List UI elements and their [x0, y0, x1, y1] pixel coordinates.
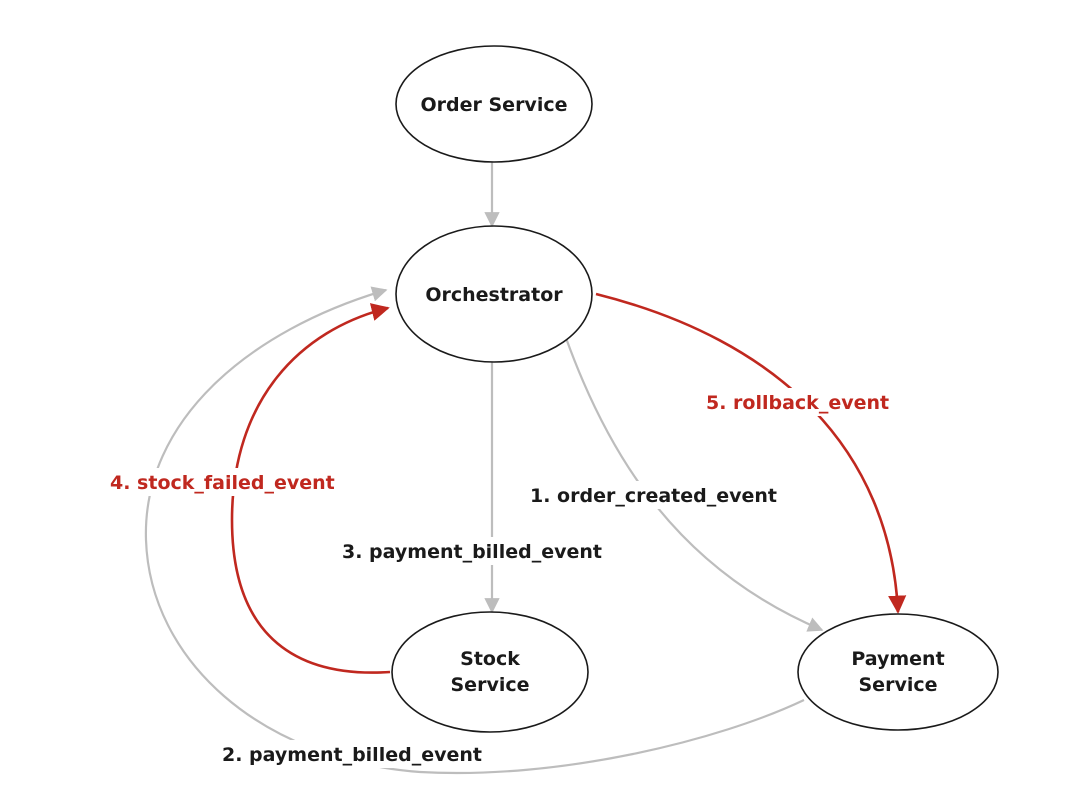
edge-label-order-created: 1. order_created_event [530, 485, 777, 507]
node-orchestrator: Orchestrator [395, 225, 593, 363]
node-stock-service: Stock Service [391, 611, 589, 733]
label-group-payment-billed-return: 2. payment_billed_event [220, 740, 526, 768]
edge-label-stock-failed: 4. stock_failed_event [110, 472, 335, 494]
label-group-payment-billed-to-stock: 3. payment_billed_event [340, 537, 646, 565]
node-payment-service: Payment Service [797, 613, 999, 731]
label-group-rollback: 5. rollback_event [702, 388, 920, 416]
edge-label-rollback: 5. rollback_event [706, 392, 889, 414]
payment-service-label-line1: Payment [851, 648, 944, 670]
payment-service-label-line2: Service [859, 674, 938, 696]
order-service-label: Order Service [421, 94, 568, 116]
edge-payment-billed-return [144, 286, 805, 775]
edge-label-payment-billed-to-stock: 3. payment_billed_event [342, 541, 602, 563]
edge-stock-failed [230, 303, 391, 674]
label-group-stock-failed: 4. stock_failed_event [108, 468, 376, 496]
stock-service-label-line2: Service [451, 674, 530, 696]
node-order-service: Order Service [395, 45, 593, 163]
stock-service-label-line1: Stock [460, 648, 520, 670]
orchestrator-label: Orchestrator [425, 284, 563, 306]
label-group-order-created: 1. order_created_event [528, 481, 822, 509]
edge-label-payment-billed-return: 2. payment_billed_event [222, 744, 482, 766]
